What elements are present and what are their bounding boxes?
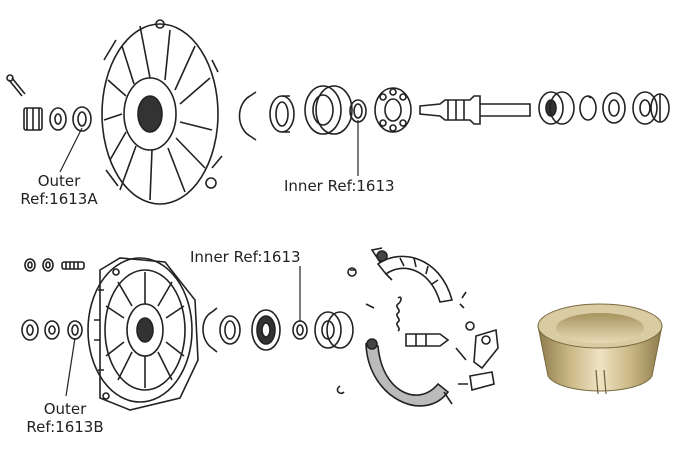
bottom-nut	[21, 319, 39, 341]
top-washer	[49, 107, 67, 131]
top-rh-nut	[632, 91, 670, 125]
top-outer-label-line2: Ref:1613A	[20, 190, 98, 208]
bushing-photo	[537, 303, 663, 395]
brake-springs	[365, 291, 467, 332]
top-rh-circlip	[579, 95, 597, 121]
top-rh-washer	[602, 92, 626, 124]
top-split-pin	[6, 74, 26, 97]
bottom-outer-label: Outer Ref:1613B	[10, 400, 120, 436]
top-inner-label: Inner Ref:1613	[284, 177, 395, 195]
top-outer-label-line1: Outer	[37, 172, 81, 190]
top-bearing-small	[374, 87, 412, 133]
lower-brake-shoe	[365, 338, 453, 407]
bottom-outer-label-line2: Ref:1613B	[26, 418, 104, 436]
top-rh-bearing	[538, 91, 575, 125]
bottom-spacer	[219, 315, 241, 345]
bottom-hub-drum	[87, 257, 199, 411]
bottom-inner-label: Inner Ref:1613	[190, 248, 301, 266]
top-castle-nut	[23, 107, 43, 131]
top-outer-bush	[72, 106, 92, 132]
bottom-small-nuts	[24, 258, 85, 272]
top-outer-leader	[59, 127, 83, 173]
top-outer-label: Outer Ref:1613A	[6, 172, 112, 208]
bottom-washer	[44, 320, 60, 340]
top-spacer	[269, 95, 295, 133]
brake-lever-parts	[336, 267, 499, 395]
bottom-outer-leader	[65, 337, 76, 397]
top-axle-spindle	[419, 95, 531, 125]
bottom-circlip	[202, 307, 218, 353]
bottom-outer-bush	[67, 320, 83, 340]
top-bearing-large	[304, 85, 353, 135]
upper-brake-shoe	[370, 247, 454, 303]
bottom-bearing	[314, 311, 354, 349]
brake-cam	[405, 333, 450, 347]
bottom-seal	[251, 309, 281, 351]
top-hub-drum	[101, 19, 223, 205]
top-circlip	[238, 91, 257, 141]
bottom-outer-label-line1: Outer	[43, 400, 87, 418]
bottom-inner-bush	[292, 320, 308, 340]
